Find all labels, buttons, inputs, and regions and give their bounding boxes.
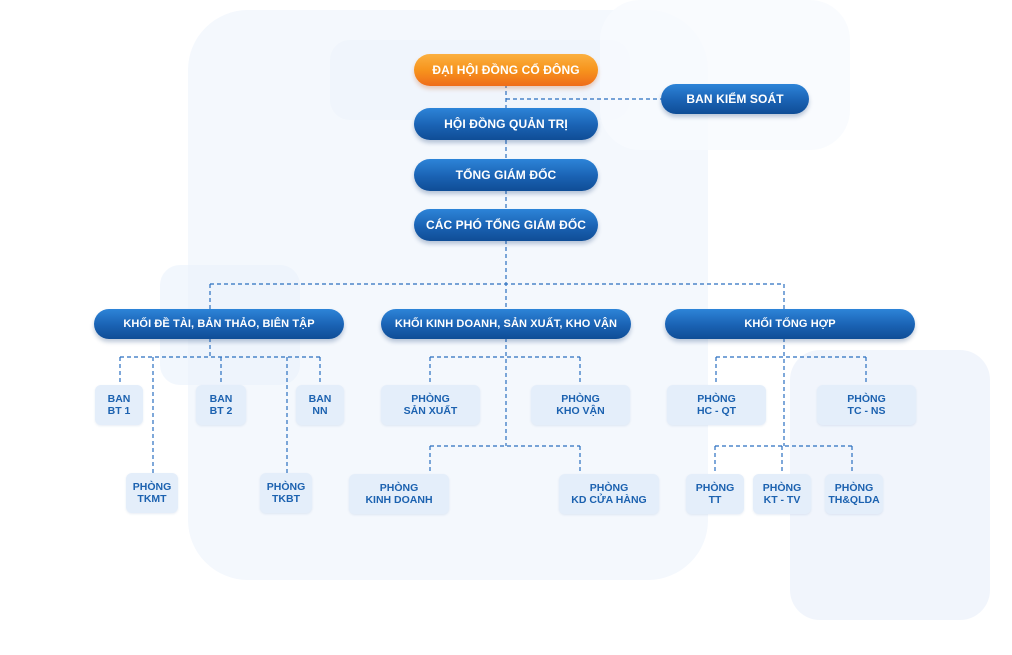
- unit-phong-san-xuat: PHÒNG SẢN XUẤT: [381, 385, 480, 425]
- node-dai-hoi-dong-co-dong: ĐẠI HỘI ĐỒNG CỔ ĐÔNG: [414, 54, 598, 86]
- block-tong-hop: KHỐI TỔNG HỢP: [665, 309, 915, 339]
- unit-phong-tkmt: PHÒNG TKMT: [126, 473, 178, 513]
- unit-ban-bt1: BAN BT 1: [95, 385, 143, 425]
- unit-ban-nn: BAN NN: [296, 385, 344, 425]
- unit-phong-tkbt: PHÒNG TKBT: [260, 473, 312, 513]
- unit-phong-hc-qt: PHÒNG HC - QT: [667, 385, 766, 425]
- unit-phong-kd-cua-hang: PHÒNG KD CỬA HÀNG: [559, 474, 659, 514]
- unit-phong-tt: PHÒNG TT: [686, 474, 744, 514]
- node-hoi-dong-quan-tri: HỘI ĐỒNG QUẢN TRỊ: [414, 108, 598, 140]
- unit-phong-kinh-doanh: PHÒNG KINH DOANH: [349, 474, 449, 514]
- node-pho-tong-giam-doc: CÁC PHÓ TỔNG GIÁM ĐỐC: [414, 209, 598, 241]
- unit-phong-tc-ns: PHÒNG TC - NS: [817, 385, 916, 425]
- unit-phong-kt-tv: PHÒNG KT - TV: [753, 474, 811, 514]
- node-ban-kiem-soat: BAN KIỂM SOÁT: [661, 84, 809, 114]
- unit-ban-bt2: BAN BT 2: [196, 385, 246, 425]
- unit-phong-kho-van: PHÒNG KHO VẬN: [531, 385, 630, 425]
- unit-phong-th-qlda: PHÒNG TH&QLDA: [825, 474, 883, 514]
- block-kinh-doanh-san-xuat-kho-van: KHỐI KINH DOANH, SẢN XUẤT, KHO VẬN: [381, 309, 631, 339]
- block-de-tai-ban-thao-bien-tap: KHỐI ĐỀ TÀI, BẢN THẢO, BIÊN TẬP: [94, 309, 344, 339]
- node-tong-giam-doc: TỔNG GIÁM ĐỐC: [414, 159, 598, 191]
